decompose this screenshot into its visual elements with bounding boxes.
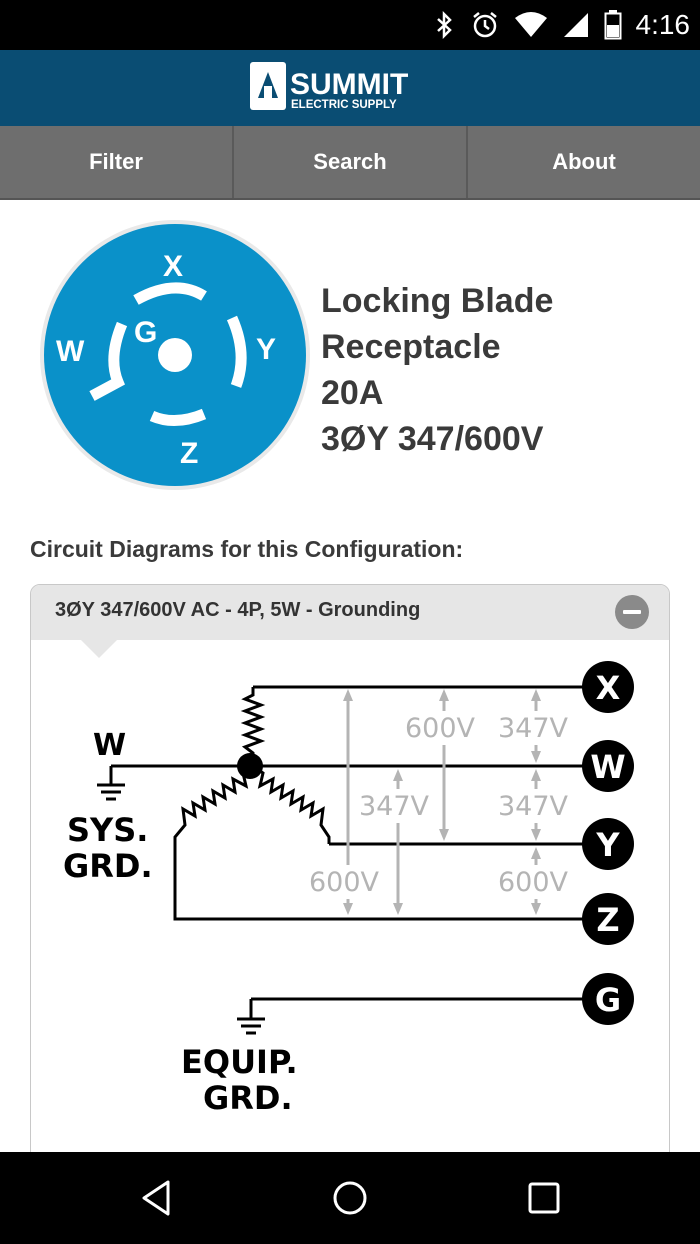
circuit-diagram: W SYS. GRD. EQUIP. GRD. (63, 661, 634, 1117)
bluetooth-icon (436, 11, 452, 39)
alarm-icon (472, 12, 497, 38)
neutral-label: W (93, 728, 126, 763)
terminal-x: X (596, 669, 621, 707)
title-line: 3ØY 347/600V (321, 420, 544, 458)
voltage-label: 347V (498, 791, 569, 822)
battery-icon (604, 10, 621, 40)
section-heading: Circuit Diagrams for this Configuration: (30, 536, 464, 562)
terminal-y: Y (595, 826, 620, 864)
system-nav-bar (0, 1152, 700, 1244)
pin-y-label: Y (256, 333, 276, 366)
signal-icon (563, 13, 588, 37)
terminal-g: G (595, 981, 621, 1019)
back-icon[interactable] (138, 1178, 174, 1218)
filter-button[interactable]: Filter (0, 126, 234, 198)
title-line: Receptacle (321, 328, 501, 366)
voltage-label: 600V (498, 867, 569, 898)
circuit-diagram-panel: 3ØY 347/600V AC - 4P, 5W - Grounding (30, 584, 670, 1186)
brand-tagline: ELECTRIC SUPPLY (291, 99, 397, 111)
clock: 4:16 (635, 9, 691, 40)
pin-z-label: Z (180, 437, 198, 470)
title-line: Locking Blade (321, 282, 554, 320)
top-nav: Filter Search About (0, 126, 700, 200)
collapse-icon[interactable] (615, 595, 649, 629)
pin-x-label: X (163, 250, 183, 283)
system-ground-label: SYS. (67, 811, 148, 849)
voltage-label: 600V (309, 867, 380, 898)
equipment-ground-label: GRD. (203, 1079, 293, 1117)
panel-notch (81, 640, 117, 658)
panel-title: 3ØY 347/600V AC - 4P, 5W - Grounding (55, 599, 421, 621)
terminal-z: Z (596, 901, 619, 939)
voltage-label: 600V (405, 713, 476, 744)
panel-header[interactable]: 3ØY 347/600V AC - 4P, 5W - Grounding (31, 585, 669, 640)
voltage-label: 347V (498, 713, 569, 744)
receptacle-face-image: X Y W Z G (40, 220, 310, 490)
home-icon[interactable] (331, 1179, 369, 1217)
search-button[interactable]: Search (234, 126, 468, 198)
wifi-icon (514, 12, 547, 37)
summit-logo: SUMMIT ELECTRIC SUPPLY (250, 62, 408, 111)
voltage-label: 347V (359, 791, 430, 822)
pin-g-label: G (134, 316, 157, 349)
brand-name: SUMMIT (290, 68, 408, 101)
title-line: 20A (321, 374, 384, 412)
terminal-w: W (590, 748, 625, 786)
product-title: Locking Blade Receptacle 20A 3ØY 347/600… (321, 278, 691, 462)
about-button[interactable]: About (552, 149, 616, 174)
recents-icon[interactable] (527, 1181, 561, 1215)
pin-w-label: W (56, 335, 85, 368)
equipment-ground-label: EQUIP. (181, 1043, 298, 1081)
status-bar: 4:16 (0, 0, 700, 50)
system-ground-label: GRD. (63, 847, 153, 885)
brand-header: SUMMIT ELECTRIC SUPPLY (0, 50, 700, 126)
